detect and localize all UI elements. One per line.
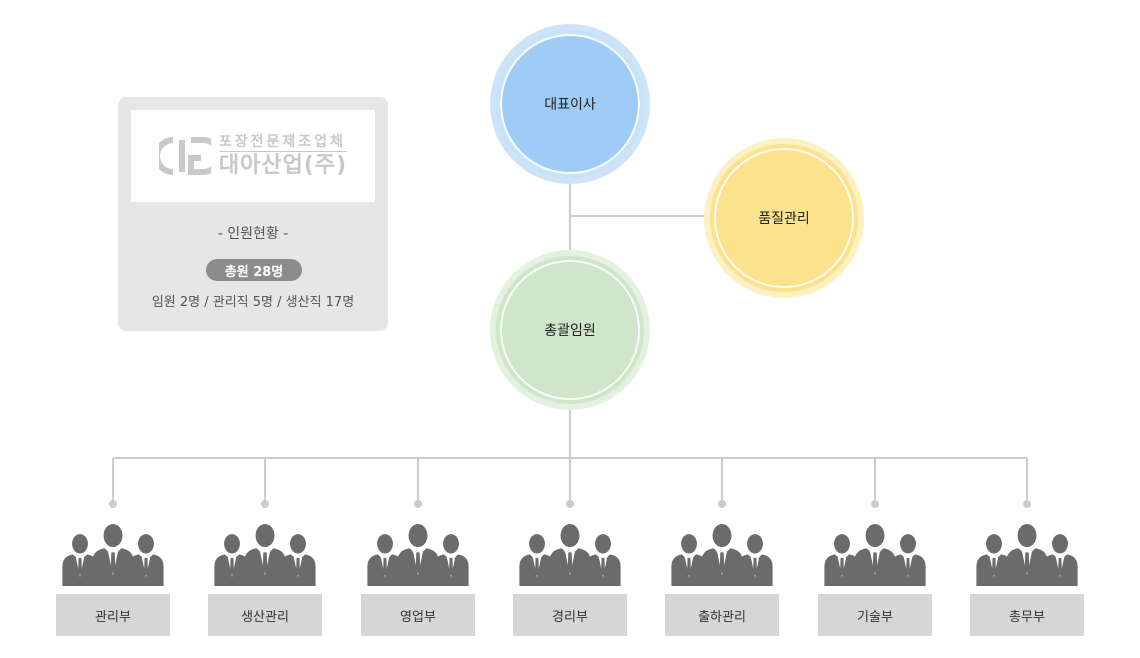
department-2: 영업부 (361, 514, 475, 636)
department-connector-dot (718, 500, 726, 508)
department-4: 출하관리 (665, 514, 779, 636)
department-connector-dot (566, 500, 574, 508)
department-connector-dot (109, 500, 117, 508)
department-label: 기술부 (818, 594, 932, 636)
department-3: 경리부 (513, 514, 627, 636)
department-label: 생산관리 (208, 594, 322, 636)
staff-info-box: 포장전문제조업체 대아산업(주) - 인원현황 - 총원 28명 임원 2명 /… (118, 97, 388, 331)
staff-status-title: - 인원현황 - (217, 226, 289, 242)
department-connector-dot (1023, 500, 1031, 508)
department-1: 생산관리 (208, 514, 322, 636)
department-0: 관리부 (56, 514, 170, 636)
department-connector-dot (261, 500, 269, 508)
staff-group-icon (824, 524, 926, 586)
department-connector-dot (871, 500, 879, 508)
department-drop-lines (109, 458, 1031, 508)
staff-group-icon (62, 524, 164, 586)
staff-group-icon (519, 524, 621, 586)
quality-node: 품질관리 (704, 138, 864, 298)
logo-tagline: 포장전문제조업체 (218, 134, 348, 152)
staff-group-icon (214, 524, 316, 586)
general-executive-node: 총괄임원 (490, 250, 650, 410)
company-logo-mark-icon (158, 137, 211, 175)
department-label: 출하관리 (665, 594, 779, 636)
department-label: 경리부 (513, 594, 627, 636)
department-label: 총무부 (970, 594, 1084, 636)
staff-breakdown: 임원 2명 / 관리직 5명 / 생산직 17명 (151, 295, 355, 310)
total-staff-badge: 총원 28명 (206, 259, 302, 281)
quality-label: 품질관리 (758, 211, 810, 227)
logo-company-name: 대아산업(주) (218, 153, 348, 178)
department-label: 관리부 (56, 594, 170, 636)
ceo-node: 대표이사 (490, 24, 650, 184)
department-label: 영업부 (361, 594, 475, 636)
company-logo: 포장전문제조업체 대아산업(주) (131, 110, 375, 202)
staff-group-icon (367, 524, 469, 586)
staff-group-icon (976, 524, 1078, 586)
staff-group-icon (671, 524, 773, 586)
department-5: 기술부 (818, 514, 932, 636)
department-6: 총무부 (970, 514, 1084, 636)
department-connector-dot (414, 500, 422, 508)
general-executive-label: 총괄임원 (544, 323, 596, 339)
ceo-label: 대표이사 (544, 97, 596, 113)
